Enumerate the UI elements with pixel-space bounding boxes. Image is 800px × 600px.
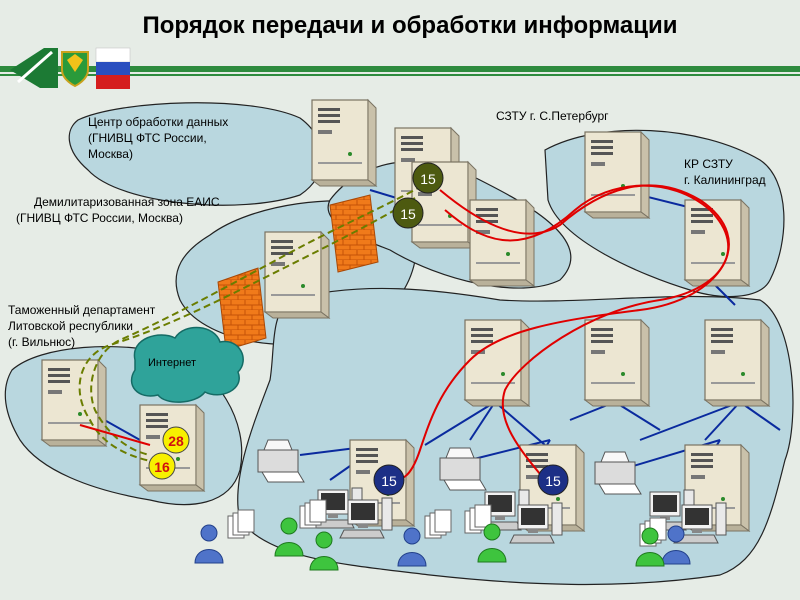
- label-line: (г. Вильнюс): [8, 335, 76, 349]
- label-dmz: Демилитаризованная зона ЕАИС (ГНИВЦ ФТС …: [16, 194, 220, 226]
- firewall-icon: [217, 194, 379, 351]
- badge-28: 28: [162, 426, 190, 454]
- label-line: КР СЗТУ: [684, 157, 733, 171]
- badge-15-d: 15: [537, 464, 569, 496]
- svg-text:16: 16: [154, 459, 170, 475]
- svg-text:15: 15: [545, 473, 561, 489]
- label-line: Москва): [88, 147, 133, 161]
- internet-label: Интернет: [148, 357, 196, 369]
- label-szt: СЗТУ г. С.Петербург: [496, 109, 609, 123]
- page-title: Порядок передачи и обработки информации: [142, 12, 678, 39]
- badge-15-c: 15: [373, 464, 405, 496]
- label-data-center: Центр обработки данных (ГНИВЦ ФТС России…: [88, 114, 228, 162]
- label-line: Таможенный департамент: [8, 303, 156, 317]
- label-lithuania: Таможенный департамент Литовской республ…: [8, 302, 155, 350]
- label-line: (ГНИВЦ ФТС России,: [88, 131, 207, 145]
- customs-logo: [10, 47, 131, 89]
- svg-text:15: 15: [400, 206, 416, 222]
- svg-text:15: 15: [381, 473, 397, 489]
- svg-text:15: 15: [420, 171, 436, 187]
- label-kr: КР СЗТУ г. Калининград: [684, 156, 766, 188]
- badge-15-a: 15: [412, 162, 444, 194]
- svg-text:28: 28: [168, 433, 184, 449]
- label-line: (ГНИВЦ ФТС России, Москва): [16, 211, 183, 225]
- label-line: Литовской республики: [8, 319, 133, 333]
- badge-15-b: 15: [392, 197, 424, 229]
- red-route: [79, 184, 730, 481]
- internet-cloud-icon: [130, 326, 244, 403]
- label-line: г. Калининград: [684, 173, 766, 187]
- label-line: Демилитаризованная зона ЕАИС: [34, 195, 220, 209]
- label-line: Центр обработки данных: [88, 115, 229, 129]
- header-stripe: [0, 66, 800, 76]
- badge-16: 16: [148, 452, 176, 480]
